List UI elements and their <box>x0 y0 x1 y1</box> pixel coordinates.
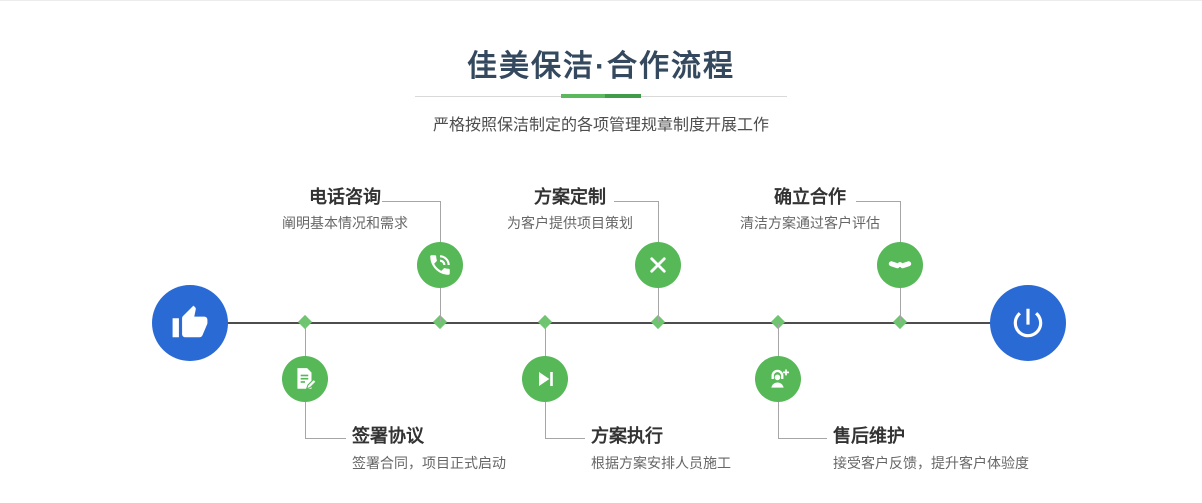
connector <box>778 402 779 438</box>
page-title: 佳美保洁·合作流程 <box>467 50 735 83</box>
step-design-node <box>635 242 681 288</box>
title-divider-accent <box>561 94 641 98</box>
step-desc: 根据方案安排人员施工 <box>591 455 731 471</box>
connector <box>614 201 658 202</box>
step-desc: 阐明基本情况和需求 <box>282 215 408 231</box>
connector <box>856 201 900 202</box>
phone-icon <box>430 255 450 275</box>
step-title: 方案定制 <box>534 187 606 207</box>
connector <box>900 201 901 242</box>
step-title: 电话咨询 <box>309 187 381 207</box>
step-desc: 为客户提供项目策划 <box>507 215 633 231</box>
page-subtitle: 严格按照保洁制定的各项管理规章制度开展工作 <box>432 117 769 134</box>
connector <box>440 201 441 242</box>
flow-start-node <box>152 285 228 361</box>
step-title: 签署协议 <box>352 426 424 446</box>
flow-end-node <box>990 285 1066 361</box>
connector <box>382 201 440 202</box>
step-handshake-node <box>877 242 923 288</box>
handshake-icon <box>888 261 912 269</box>
connector <box>900 288 901 322</box>
hand-pointer-icon <box>172 305 208 338</box>
connector <box>658 288 659 322</box>
step-title: 确立合作 <box>774 187 846 207</box>
step-support-node <box>755 356 801 402</box>
step-title: 方案执行 <box>591 426 663 446</box>
support-icon <box>771 369 789 388</box>
connector <box>440 288 441 322</box>
step-desc: 接受客户反馈，提升客户体验度 <box>833 455 1029 471</box>
step-desc: 签署合同，项目正式启动 <box>352 455 506 471</box>
connector <box>305 402 306 438</box>
connector <box>545 402 546 438</box>
connector <box>658 201 659 242</box>
step-phone-node <box>417 242 463 288</box>
execution-icon <box>539 371 553 387</box>
connector <box>778 324 779 356</box>
connector <box>778 438 827 439</box>
step-contract-node <box>282 356 328 402</box>
connector <box>545 324 546 356</box>
power-icon <box>1013 308 1043 338</box>
step-title: 售后维护 <box>833 426 905 446</box>
step-execution-node <box>522 356 568 402</box>
connector <box>545 438 585 439</box>
step-desc: 清洁方案通过客户评估 <box>740 215 880 231</box>
timeline-line <box>190 322 1028 324</box>
contract-icon <box>297 368 317 390</box>
design-icon <box>650 257 666 273</box>
connector <box>305 438 346 439</box>
connector <box>305 324 306 356</box>
